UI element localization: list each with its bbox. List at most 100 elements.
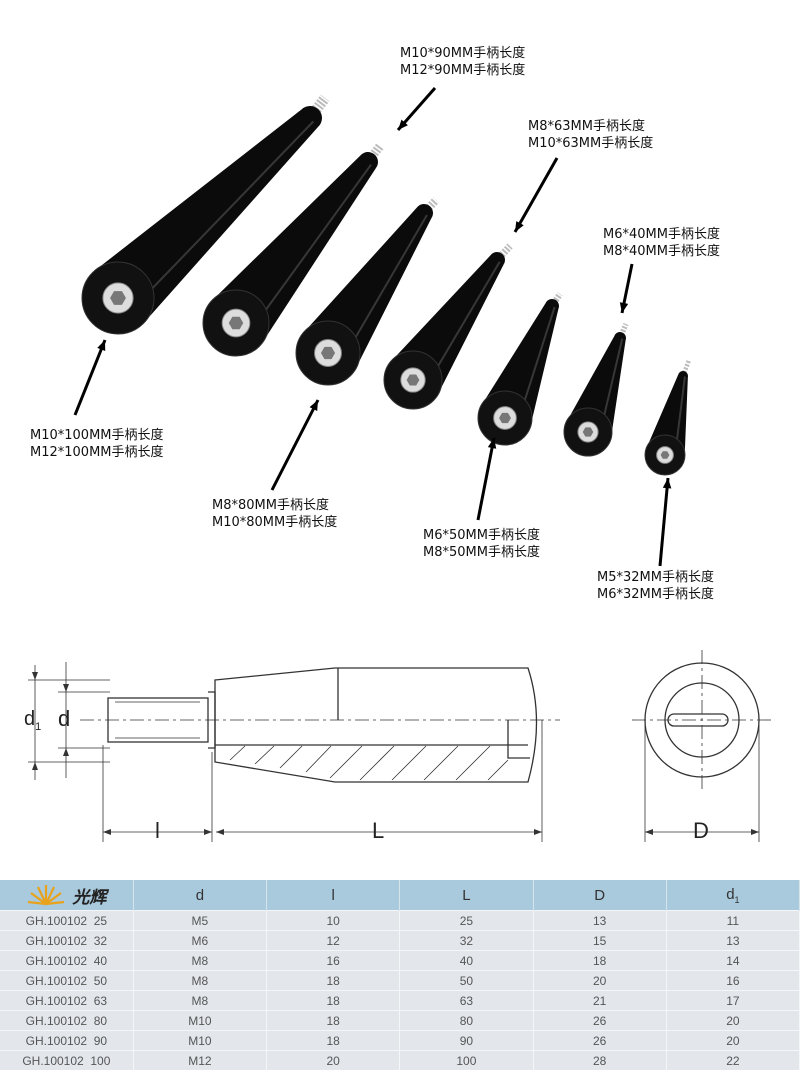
table-cell: M10 [133, 1010, 268, 1031]
dim-D: D [693, 818, 709, 843]
table-cell: GH.100102 90 [0, 1030, 134, 1051]
handle-body [93, 106, 323, 325]
arrow-line [270, 399, 320, 491]
table-cell: 12 [266, 930, 401, 951]
table-cell: 14 [666, 950, 800, 971]
table-cell: 21 [533, 990, 667, 1011]
arrow-head-icon [619, 302, 629, 313]
column-header: d1 [666, 880, 800, 911]
hex-socket [320, 346, 336, 360]
column-header: L [399, 880, 534, 911]
arrow-head-icon [662, 478, 672, 489]
table-cell: 20 [266, 1050, 401, 1070]
table-cell: 32 [399, 930, 534, 951]
table-cell: 18 [266, 1030, 401, 1051]
table-cell: GH.100102 25 [0, 910, 134, 931]
arrow-line [513, 157, 559, 233]
table-cell: 50 [399, 970, 534, 991]
threaded-stud [494, 243, 513, 263]
table-cell: GH.100102 40 [0, 950, 134, 971]
handle-highlight [129, 120, 315, 312]
handles-photo [73, 87, 692, 567]
table-cell: 18 [533, 950, 667, 971]
table-cell: GH.100102 32 [0, 930, 134, 951]
table-cell: 100 [399, 1050, 534, 1070]
hex-socket [582, 427, 594, 437]
table-cell: 63 [399, 990, 534, 1011]
arrow-line [73, 339, 107, 416]
table-cell: 22 [666, 1050, 800, 1070]
table-cell: 26 [533, 1010, 667, 1031]
table-cell: GH.100102 50 [0, 970, 134, 991]
dim-l: l [155, 818, 160, 843]
table-cell: GH.100102 63 [0, 990, 134, 1011]
dim-d1: d1 [24, 708, 42, 733]
threaded-stud [617, 322, 629, 340]
table-cell: 18 [266, 1010, 401, 1031]
table-cell: 11 [666, 910, 800, 931]
table-cell: 13 [533, 910, 667, 931]
sunburst-icon [28, 885, 65, 906]
table-cell: 20 [666, 1030, 800, 1051]
table-cell: M5 [133, 910, 268, 931]
table-cell: GH.100102 100 [0, 1050, 134, 1070]
column-header: D [533, 880, 667, 911]
table-cell: M8 [133, 970, 268, 991]
table-cell: 28 [533, 1050, 667, 1070]
table-cell: 26 [533, 1030, 667, 1051]
table-cell: M8 [133, 990, 268, 1011]
column-header: d [133, 880, 268, 911]
table-cell: 18 [266, 990, 401, 1011]
hex-socket [499, 412, 511, 424]
table-cell: M6 [133, 930, 268, 951]
column-header: l [266, 880, 401, 911]
arrow-line [476, 437, 496, 521]
table-cell: 13 [666, 930, 800, 951]
table-cell: 16 [266, 950, 401, 971]
dim-L: L [372, 818, 385, 843]
brand-logo: 光辉 [0, 880, 134, 911]
table-cell: 16 [666, 970, 800, 991]
table-cell: 10 [266, 910, 401, 931]
hex-socket [110, 291, 126, 305]
arrow-head-icon [97, 340, 106, 351]
handle-highlight [247, 163, 372, 335]
table-cell: 17 [666, 990, 800, 1011]
threaded-stud [680, 359, 692, 377]
table-cell: 20 [533, 970, 667, 991]
brand-name: 光辉 [72, 887, 107, 908]
hex-socket [228, 316, 244, 330]
hex-socket [660, 451, 670, 459]
hex-socket [406, 374, 420, 386]
table-cell: M10 [133, 1030, 268, 1051]
table-cell: 15 [533, 930, 667, 951]
table-cell: 40 [399, 950, 534, 971]
table-cell: M12 [133, 1050, 268, 1070]
table-cell: 20 [666, 1010, 800, 1031]
arrow-head-icon [398, 119, 408, 130]
table-cell: GH.100102 80 [0, 1010, 134, 1031]
arrow-head-icon [515, 221, 524, 232]
table-cell: 25 [399, 910, 534, 931]
arrow-head-icon [487, 438, 497, 449]
arrow-line [658, 477, 670, 567]
arrow-head-icon [309, 400, 318, 411]
table-cell: M8 [133, 950, 268, 971]
